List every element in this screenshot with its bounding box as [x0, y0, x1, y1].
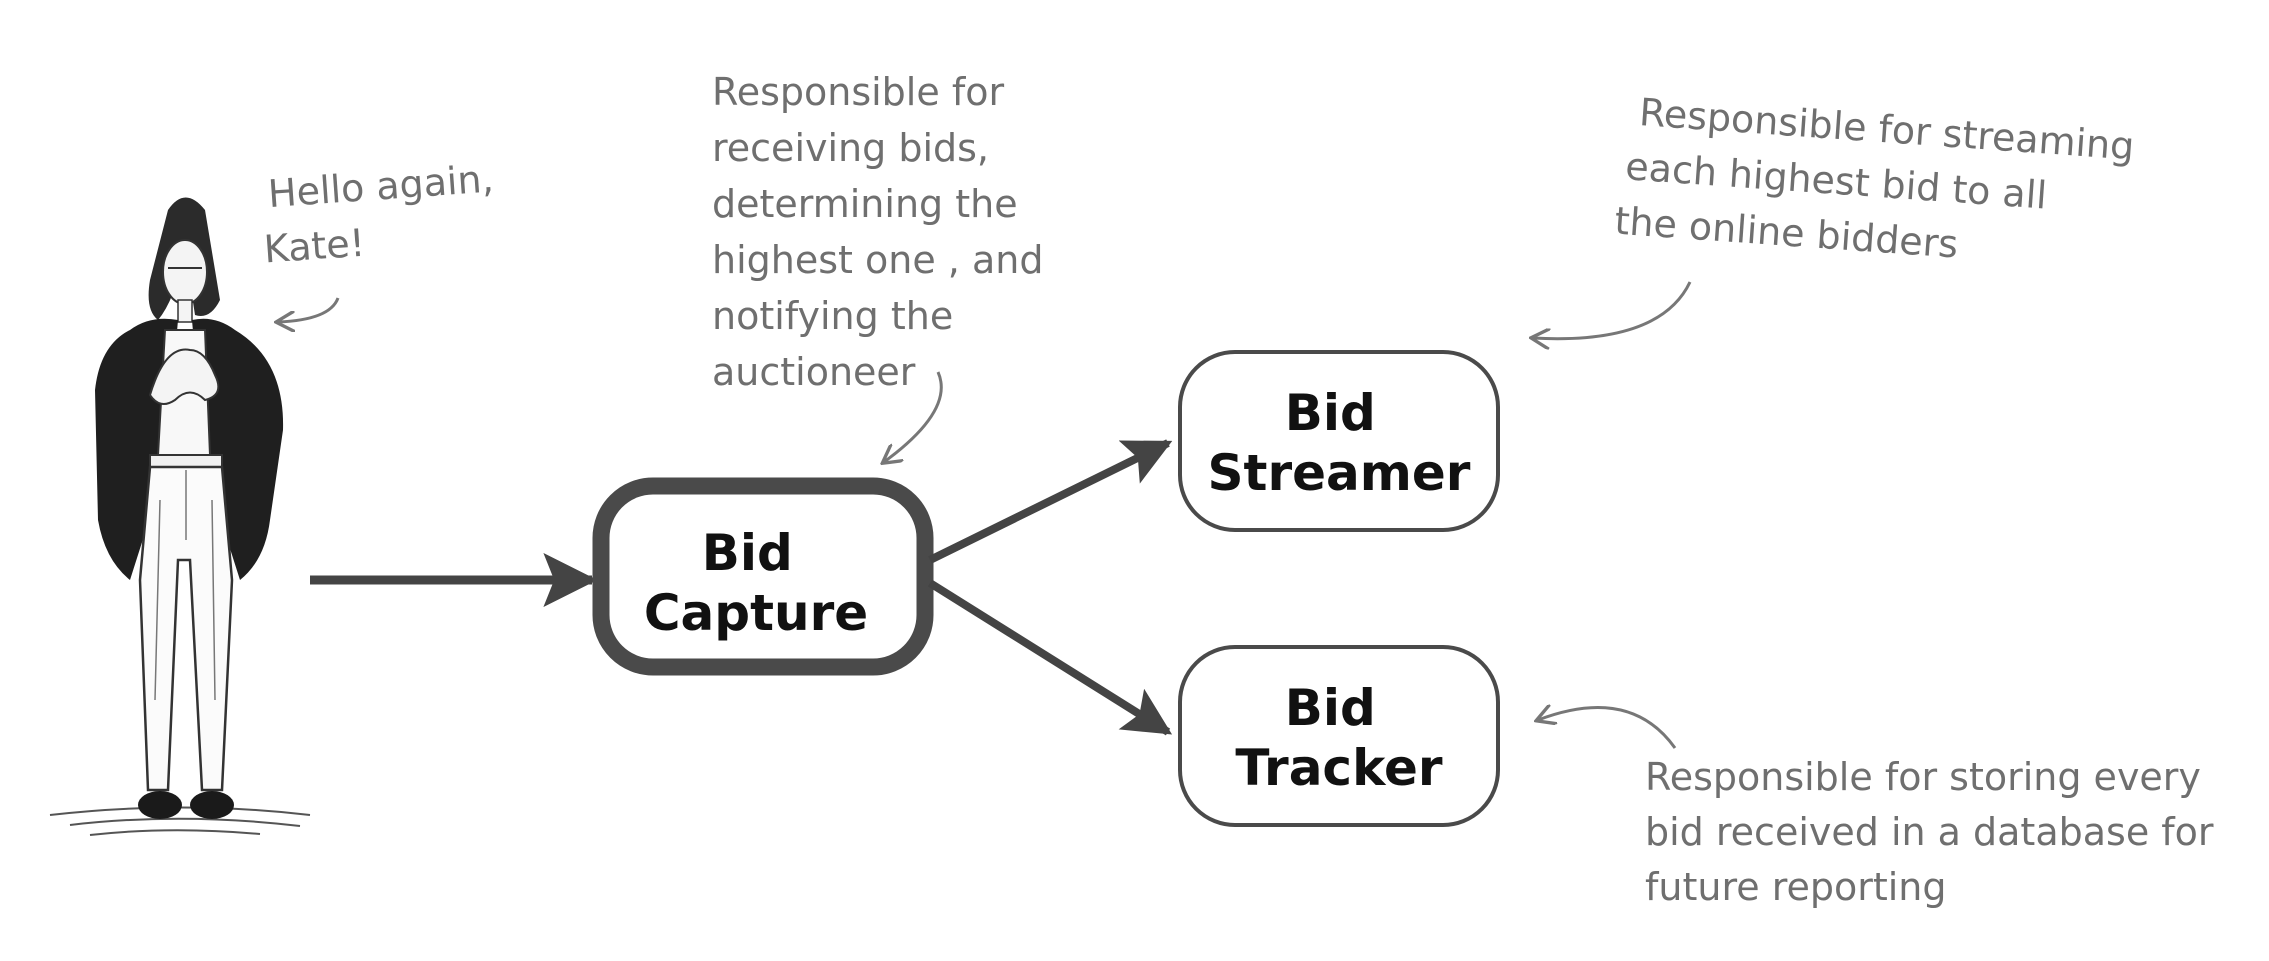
capture-to-tracker-arrow	[927, 579, 1173, 736]
belt-shape	[149, 454, 223, 468]
svg-text:Responsible for receivin: Responsible for receiving bids, determin…	[712, 70, 1056, 394]
capture-note-line: auctioneer	[712, 350, 916, 394]
bid-streamer-box	[1178, 350, 1500, 532]
trousers-lines	[154, 470, 216, 701]
capture-note-line: Responsible for	[712, 70, 1004, 114]
shoe-right	[190, 791, 234, 819]
capture-note-pointer-arrow	[884, 371, 943, 462]
face-shape	[162, 239, 208, 305]
bid-streamer-node: Bid Streamer	[1178, 350, 1500, 532]
bid-tracker-note: Responsible for storing every bid receiv…	[1645, 755, 2226, 909]
bid-capture-label-line2: Capture	[644, 584, 868, 642]
bid-tracker-box	[1178, 645, 1500, 827]
tracker-note-pointer-arrow	[1538, 708, 1677, 749]
bid-capture-box	[592, 477, 934, 676]
svg-text:Bid Capture: Bid Capture	[644, 524, 868, 642]
greeting-pointer-arrow	[278, 297, 340, 322]
greeting-line: Hello again,	[267, 156, 495, 216]
svg-text:Responsible for streaming: Responsible for streaming each highest b…	[1613, 89, 2148, 279]
tracker-note-line: bid received in a database for	[1645, 810, 2214, 854]
svg-text:Bid Tracker: Bid Tracker	[1235, 679, 1442, 797]
capture-note-line: highest one , and	[712, 238, 1043, 282]
ground-shadow	[49, 806, 311, 836]
bid-capture-label-line1: Bid	[702, 524, 793, 582]
tracker-note-line: future reporting	[1645, 865, 1947, 909]
bid-streamer-note: Responsible for streaming each highest b…	[1613, 89, 2148, 279]
bid-streamer-label-line2: Streamer	[1208, 444, 1471, 502]
streamer-note-line: the online bidders	[1613, 199, 1959, 267]
capture-note-line: receiving bids,	[712, 126, 989, 170]
capture-to-streamer-arrow	[928, 439, 1173, 564]
bid-tracker-label-line1: Bid	[1285, 679, 1376, 737]
hands-shape	[148, 348, 220, 405]
svg-text:Hello again, Kate!: Hello again, Kate!	[259, 156, 511, 272]
shoe-left	[138, 791, 182, 819]
svg-text:Bid Streamer: Bid Streamer	[1208, 384, 1471, 502]
bid-tracker-node: Bid Tracker	[1178, 645, 1500, 827]
tracker-note-line: Responsible for storing every	[1645, 755, 2201, 799]
capture-note-line: determining the	[712, 182, 1018, 226]
streamer-note-pointer-arrow	[1533, 281, 1692, 339]
bid-capture-node: Bid Capture	[592, 477, 934, 676]
bid-tracker-label-line2: Tracker	[1235, 739, 1442, 797]
bid-capture-note: Responsible for receiving bids, determin…	[712, 70, 1056, 394]
person-illustration	[49, 197, 311, 836]
trousers-shape	[138, 465, 234, 792]
greeting-note: Hello again, Kate!	[259, 156, 511, 272]
neck-shape	[177, 299, 193, 323]
capture-note-line: notifying the	[712, 294, 953, 338]
bid-streamer-label-line1: Bid	[1285, 384, 1376, 442]
greeting-line: Kate!	[262, 221, 366, 272]
svg-text:Responsible for storing every: Responsible for storing every bid receiv…	[1645, 755, 2226, 909]
